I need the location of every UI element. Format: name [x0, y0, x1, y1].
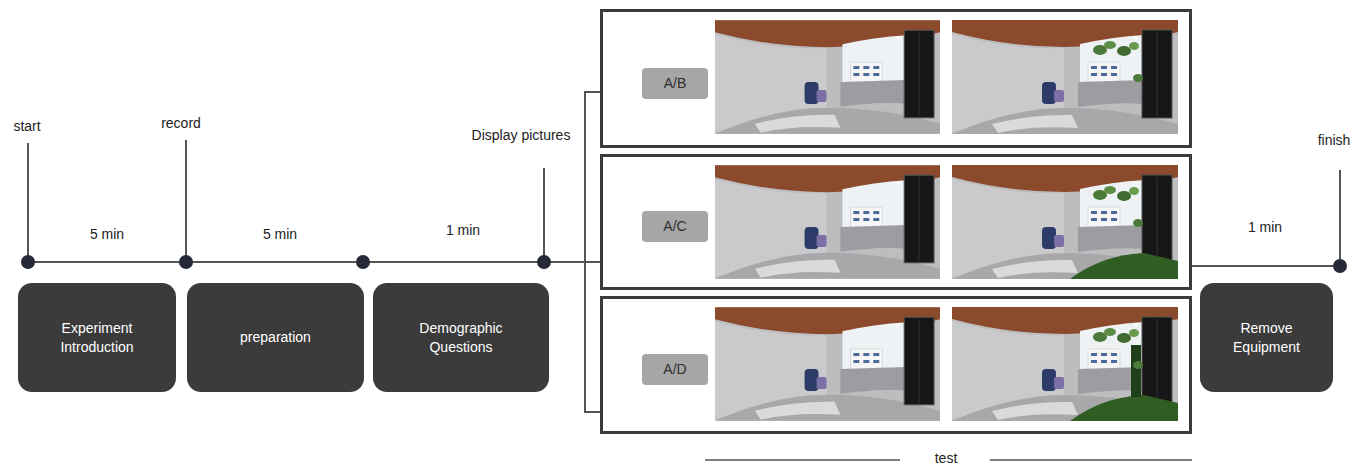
bracket [585, 92, 601, 412]
timeline [28, 261, 585, 263]
step-box: Experiment Introduction [18, 283, 176, 392]
plants [1093, 41, 1143, 82]
plants [1093, 186, 1143, 227]
phase-label: test [935, 450, 958, 466]
timeline-dot [356, 255, 370, 269]
timeline-dot [179, 255, 193, 269]
room-photo [952, 20, 1178, 134]
time-marker: start [13, 118, 40, 135]
tick-line [1339, 170, 1341, 266]
time-marker: finish [1318, 132, 1351, 149]
timeline-dot [1333, 259, 1347, 273]
node-text: Experiment Introduction [41, 319, 153, 357]
node-text: Remove Equipment [1219, 319, 1315, 357]
condition-tag: A/C [642, 211, 708, 242]
duration-label: 5 min [263, 226, 297, 243]
room-photo [952, 165, 1178, 279]
node-text: preparation [240, 328, 311, 347]
step-box: Remove Equipment [1200, 283, 1333, 392]
tick-line [543, 168, 545, 262]
tick-line [27, 143, 29, 262]
grass [1070, 395, 1178, 421]
plants [1093, 328, 1143, 369]
grass [1070, 253, 1178, 279]
step-box: Demographic Questions [373, 283, 549, 392]
room-photo [715, 20, 940, 133]
green-wall [1131, 345, 1141, 397]
duration-label: 5 min [90, 226, 124, 243]
node-text: A/B [664, 74, 687, 93]
timeline-dot [537, 255, 551, 269]
room-photo [715, 165, 940, 278]
test-panel [602, 156, 1191, 289]
time-marker: record [161, 115, 201, 132]
node-text: A/D [663, 360, 686, 379]
timeline [1192, 265, 1340, 267]
timeline-dot [21, 255, 35, 269]
span-line [990, 459, 1192, 461]
span-line [705, 459, 900, 461]
time-marker: Display pictures [472, 127, 571, 144]
test-panel [602, 11, 1191, 147]
room-photo [952, 307, 1178, 421]
condition-tag: A/D [642, 354, 708, 385]
condition-tag: A/B [642, 68, 708, 99]
node-text: A/C [663, 217, 686, 236]
tick-line [185, 140, 187, 262]
step-box: preparation [187, 283, 364, 392]
duration-label: 1 min [1248, 219, 1282, 236]
node-text: Demographic Questions [405, 319, 517, 357]
test-panel [602, 298, 1191, 433]
room-photo [715, 307, 940, 420]
duration-label: 1 min [446, 222, 480, 239]
